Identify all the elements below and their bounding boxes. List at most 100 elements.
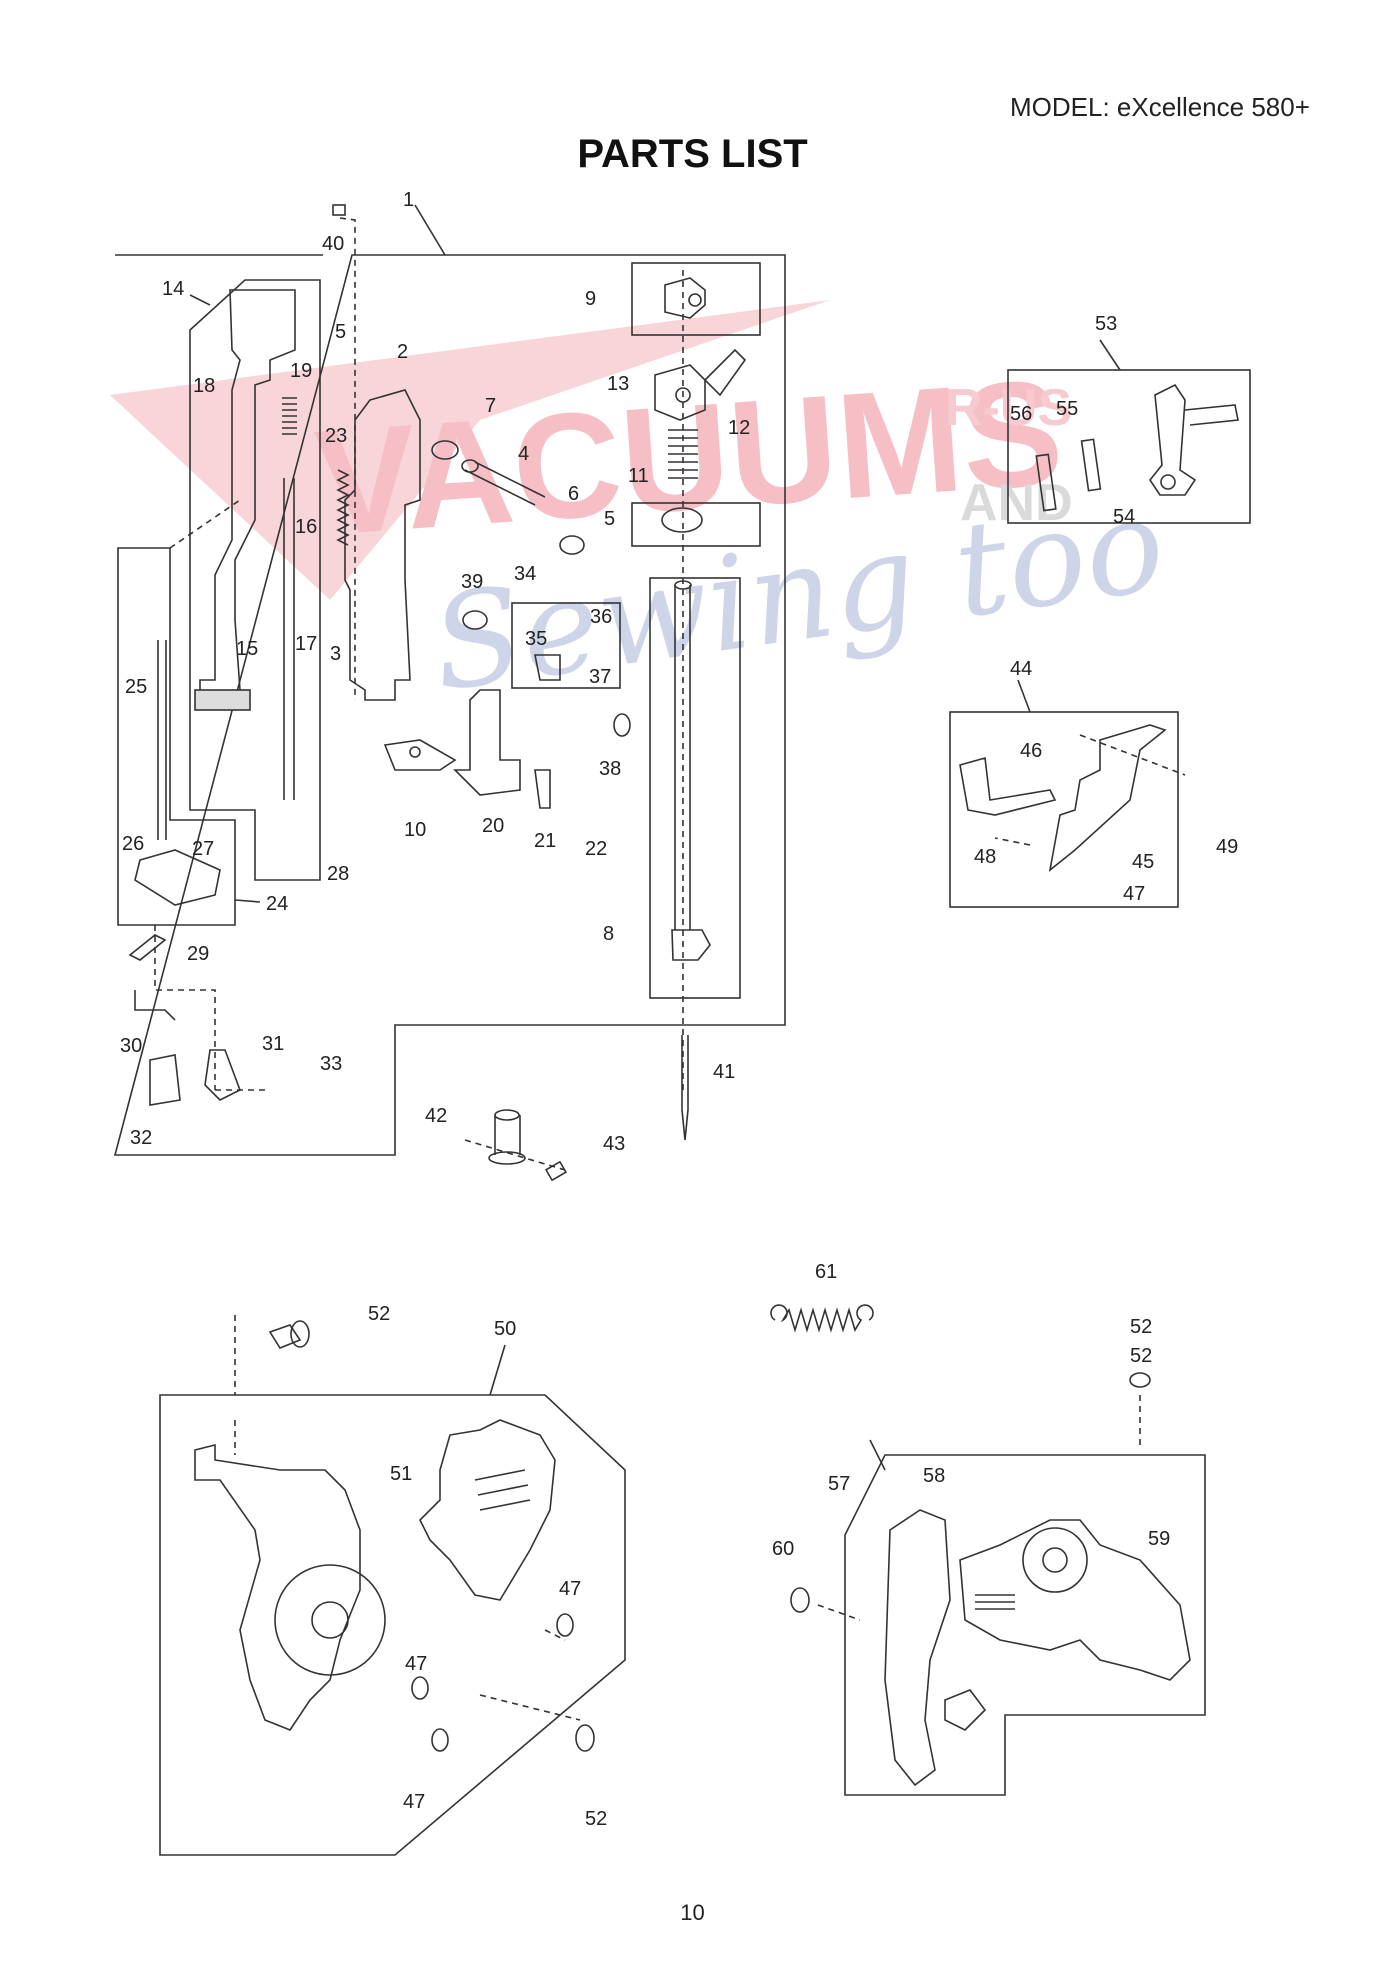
part-56-pad xyxy=(1035,453,1057,512)
callout: 7 xyxy=(485,395,496,417)
callout: 56 xyxy=(1010,403,1032,425)
part-26-block xyxy=(134,849,221,906)
callout: 44 xyxy=(1010,658,1032,680)
callout: 20 xyxy=(482,815,504,837)
callout: 27 xyxy=(192,838,214,860)
frame-57 xyxy=(844,1454,1206,1796)
part-47-screw-b xyxy=(411,1676,429,1700)
part-58-cover xyxy=(884,1509,951,1787)
part-60-screw xyxy=(790,1587,810,1613)
callout: 45 xyxy=(1132,851,1154,873)
callout: 14 xyxy=(162,278,184,300)
page-number: 10 xyxy=(680,1900,705,1925)
part-21-plate xyxy=(534,769,551,809)
callout: 5 xyxy=(604,508,615,530)
callout: 26 xyxy=(122,833,144,855)
callout: 6 xyxy=(568,483,579,505)
part-2-needle-bar-support xyxy=(344,389,421,701)
callout: 59 xyxy=(1148,1528,1170,1550)
part-59-mechanism xyxy=(959,1519,1191,1681)
part-23-spring xyxy=(336,469,350,546)
part-10-plate xyxy=(383,739,457,771)
part-52-screw-top xyxy=(268,1324,302,1349)
callout: 5 xyxy=(335,321,346,343)
callout: 30 xyxy=(120,1035,142,1057)
callout: 22 xyxy=(585,838,607,860)
callout-labels: 1 2 3 4 5 5 6 7 8 9 10 11 12 13 14 15 16… xyxy=(120,189,1238,1830)
callout: 35 xyxy=(525,628,547,650)
callout: 47 xyxy=(559,1578,581,1600)
line-art xyxy=(113,204,1251,1856)
part-13-block xyxy=(654,348,747,421)
callout: 3 xyxy=(330,643,341,665)
callout: 10 xyxy=(404,819,426,841)
callout: 8 xyxy=(603,923,614,945)
callout: 9 xyxy=(585,288,596,310)
callout: 18 xyxy=(193,375,215,397)
part-29-link xyxy=(128,934,167,961)
part-50-motor xyxy=(194,1443,361,1731)
callout: 38 xyxy=(599,758,621,780)
callout: 4 xyxy=(518,443,529,465)
part-6-washer xyxy=(559,535,585,555)
callout: 24 xyxy=(266,893,288,915)
frame-53 xyxy=(1007,369,1251,524)
callout: 19 xyxy=(290,360,312,382)
callout: 46 xyxy=(1020,740,1042,762)
callout: 32 xyxy=(130,1127,152,1149)
part-54-crank xyxy=(1149,383,1239,496)
page-title: PARTS LIST xyxy=(577,132,808,176)
callout: 25 xyxy=(125,676,147,698)
watermark-wing-shape xyxy=(110,300,830,600)
part-25-bar xyxy=(157,640,167,840)
part-15-bar xyxy=(283,478,295,800)
part-39-washer xyxy=(462,610,488,630)
callout: 48 xyxy=(974,846,996,868)
leader-1 xyxy=(414,204,446,256)
callout: 57 xyxy=(828,1473,850,1495)
part-38-screw xyxy=(613,713,631,737)
callout: 31 xyxy=(262,1033,284,1055)
part-8-needle-bar xyxy=(674,585,691,930)
callout: 15 xyxy=(236,638,258,660)
part-52-screw-bottom xyxy=(575,1724,595,1752)
callout: 51 xyxy=(390,1463,412,1485)
part-40-screw xyxy=(332,204,346,216)
part-61-spring xyxy=(770,1304,874,1333)
callout: 52 xyxy=(585,1808,607,1830)
callout: 23 xyxy=(325,425,347,447)
part-55-pad xyxy=(1080,438,1102,492)
part-42-stud xyxy=(494,1115,521,1155)
motor-disc xyxy=(274,1564,386,1676)
part-47-screw-a xyxy=(556,1613,574,1637)
frame-11 xyxy=(631,502,761,547)
callout: 11 xyxy=(628,465,649,487)
callout: 1 xyxy=(403,189,414,211)
part-30-link xyxy=(134,990,176,1021)
callout: 40 xyxy=(322,233,344,255)
callout: 52 xyxy=(368,1303,390,1325)
callout: 54 xyxy=(1113,506,1135,528)
model-label: MODEL: eXcellence 580+ xyxy=(1010,92,1310,122)
callout: 43 xyxy=(603,1133,625,1155)
frame-9 xyxy=(631,262,761,336)
callout: 58 xyxy=(923,1465,945,1487)
callout: 60 xyxy=(772,1538,794,1560)
callout: 50 xyxy=(494,1318,516,1340)
frame-44 xyxy=(949,711,1179,908)
callout: 41 xyxy=(713,1061,735,1083)
part-19-spring xyxy=(282,397,297,435)
callout: 36 xyxy=(590,606,612,628)
part-47-screw-c xyxy=(431,1728,449,1752)
callout: 39 xyxy=(461,571,483,593)
callout: 42 xyxy=(425,1105,447,1127)
callout: 47 xyxy=(1123,883,1145,905)
callout: 21 xyxy=(534,830,556,852)
callout: 49 xyxy=(1216,836,1238,858)
callout: 55 xyxy=(1056,398,1078,420)
part-45-bracket xyxy=(1048,724,1167,872)
callout: 52 xyxy=(1130,1345,1152,1367)
part-43-screw xyxy=(544,1160,568,1182)
callout: 2 xyxy=(397,341,408,363)
callout: 47 xyxy=(403,1791,425,1813)
